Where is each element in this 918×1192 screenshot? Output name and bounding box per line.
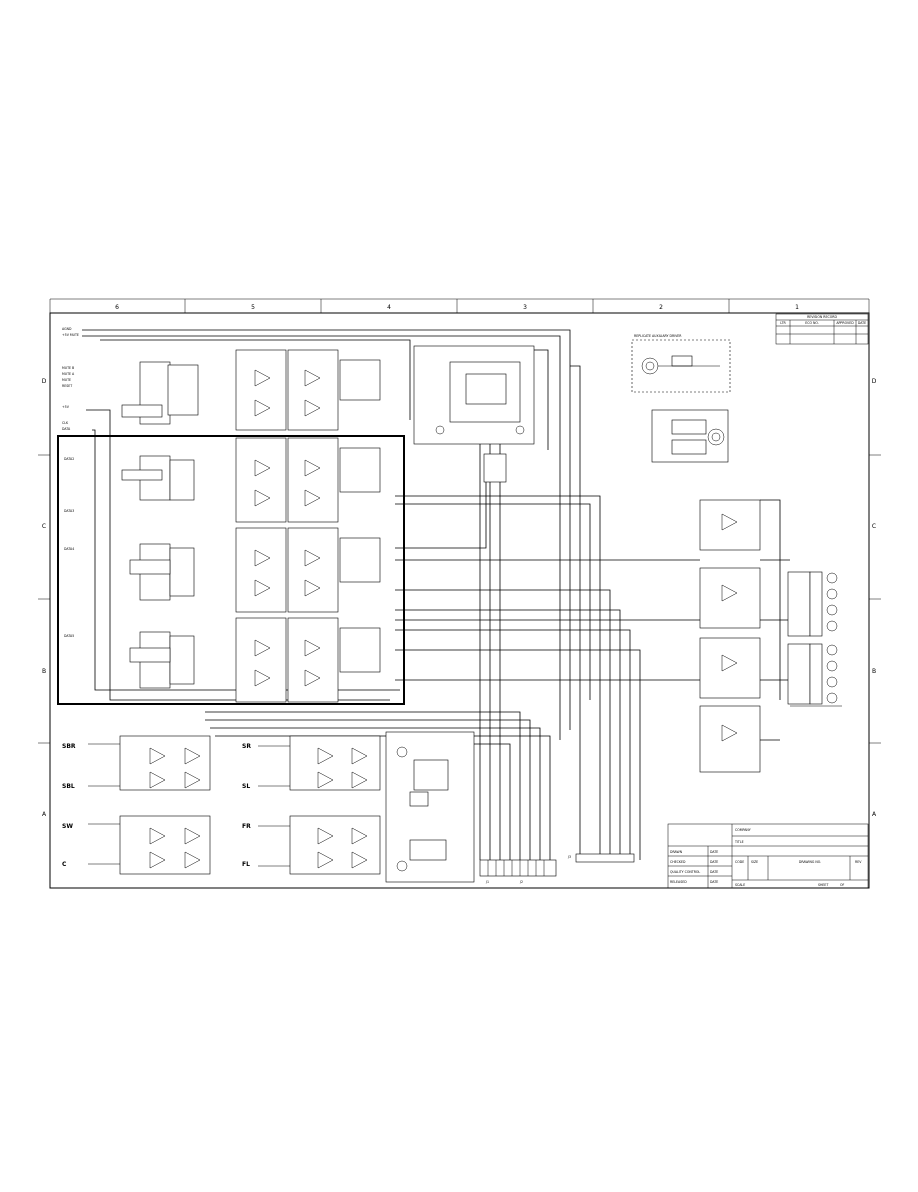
input-label: DATA5 (64, 634, 74, 638)
zone-col-3: 3 (523, 304, 527, 311)
input-label: AGND (62, 327, 72, 331)
zone-row-c-right: C (872, 523, 876, 530)
revision-col-date: DATE (858, 321, 866, 325)
revision-col-ltr: LTR (780, 321, 786, 325)
input-label: DATA4 (64, 547, 74, 551)
output-stages (699, 499, 842, 773)
title-date-1: DATE (710, 850, 718, 854)
lower-center-block (385, 731, 475, 883)
left-input-labels: AGND +5V MUTE MUTE B MUTE A MUTE RESET +… (62, 327, 79, 638)
revision-col-approved: APPROVED (836, 321, 854, 325)
title-date-4: DATE (710, 880, 718, 884)
title-title: TITLE (734, 840, 744, 844)
input-label: +5V MUTE (62, 333, 79, 337)
title-rev: REV (855, 860, 862, 864)
channel-label-fr: FR (242, 823, 251, 830)
channel-label-fl: FL (242, 861, 250, 868)
input-label: CLK (62, 421, 69, 425)
title-sheet-of: OF (840, 883, 845, 887)
bottom-connectors: J1 J2 J3 (479, 853, 635, 884)
lower-left-amps (88, 735, 211, 875)
dac-chips (121, 361, 199, 689)
zone-col-6: 6 (115, 304, 119, 311)
title-block: COMPANY TITLE DRAWN CHECKED QUALITY CONT… (667, 823, 869, 889)
input-label: DATA3 (64, 509, 74, 513)
input-label: MUTE (62, 378, 71, 382)
title-drawn: DRAWN (670, 850, 683, 854)
connector-label: J3 (567, 855, 571, 859)
input-label: MUTE B (62, 366, 74, 370)
input-label: +5V (62, 405, 70, 409)
connector-label: J2 (519, 880, 523, 884)
input-label: DATA2 (64, 457, 74, 461)
zone-col-5: 5 (251, 304, 255, 311)
zone-col-4: 4 (387, 304, 391, 311)
title-checked: CHECKED (670, 860, 686, 864)
title-scale: SCALE (735, 883, 745, 887)
zone-row-d-left: D (42, 378, 47, 385)
zone-col-1: 1 (795, 304, 799, 311)
revision-table: REVISION RECORD LTR ECO NO. APPROVED DAT… (775, 313, 869, 345)
channel-label-sl: SL (242, 783, 250, 790)
input-label: RESET (62, 384, 72, 388)
title-dwg-no: DRAWING NO. (799, 860, 821, 864)
title-sheet: SHEET (818, 883, 828, 887)
lower-mid-amps (258, 735, 381, 875)
revision-col-eco: ECO NO. (805, 321, 819, 325)
title-size: SIZE (751, 860, 758, 864)
title-released: RELEASED (670, 880, 687, 884)
zone-labels: 6 5 4 3 2 1 D C B A D C B A (42, 304, 877, 818)
zone-row-b-left: B (42, 668, 46, 675)
channel-label-sw: SW (62, 823, 73, 830)
channel-label-sbr: SBR (62, 743, 76, 750)
regulator-block (413, 345, 535, 483)
title-company: COMPANY (735, 828, 751, 832)
title-qc: QUALITY CONTROL (670, 870, 700, 874)
title-date-2: DATE (710, 860, 718, 864)
input-label: DATA (62, 427, 71, 431)
opamp-blocks (235, 349, 381, 703)
zone-row-c-left: C (42, 523, 46, 530)
revision-title: REVISION RECORD (807, 315, 837, 319)
channel-labels: SBR SBL SW C SR SL FR FL (62, 743, 251, 868)
channel-label-sbl: SBL (62, 783, 75, 790)
zone-col-2: 2 (659, 304, 663, 311)
aux-driver-inset: REPLICATE AUXILIARY DRIVER (631, 334, 731, 463)
channel-label-sr: SR (242, 743, 251, 750)
connector-label: J1 (485, 880, 489, 884)
channel-label-c: C (62, 861, 67, 868)
dac-block-outline (57, 435, 405, 705)
drawing-frame (38, 298, 881, 889)
title-date-3: DATE (710, 870, 718, 874)
title-code: CODE (735, 860, 744, 864)
zone-row-d-right: D (872, 378, 877, 385)
zone-row-a-left: A (42, 811, 47, 818)
inset-title: REPLICATE AUXILIARY DRIVER (634, 334, 682, 338)
zone-row-a-right: A (872, 811, 877, 818)
zone-row-b-right: B (872, 668, 876, 675)
input-label: MUTE A (62, 372, 75, 376)
